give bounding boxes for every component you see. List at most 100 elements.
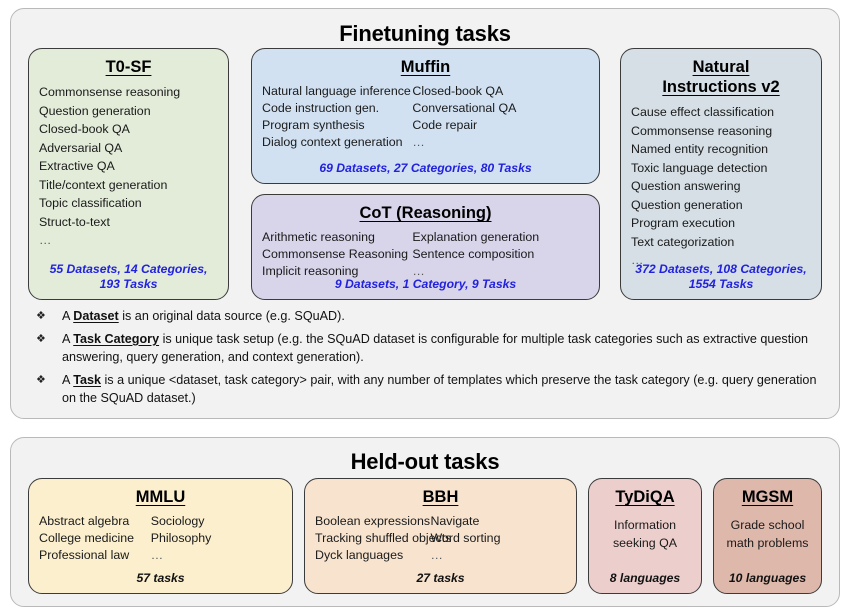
diamond-bullet-icon: ❖	[36, 373, 46, 386]
dataset-card-mmlu[interactable]: MMLU Abstract algebra College medicine P…	[28, 478, 293, 594]
card-title-cot: CoT (Reasoning)	[359, 204, 492, 222]
list-item: Topic classification	[39, 196, 142, 211]
card-items-mgsm: Grade school math problems	[724, 517, 811, 552]
list-item: College medicine	[39, 531, 135, 546]
list-item: Cause effect classification	[631, 105, 775, 120]
list-item: Philosophy	[150, 531, 212, 546]
list-item: Extractive QA	[39, 159, 115, 174]
dataset-card-cot[interactable]: CoT (Reasoning) Arithmetic reasoning Com…	[251, 194, 600, 300]
list-item: Program synthesis	[262, 118, 365, 133]
legend-suffix: is a unique <dataset, task category> pai…	[62, 372, 817, 405]
list-item: Text categorization	[631, 234, 735, 249]
card-stats-line: 1554 Tasks	[688, 276, 754, 291]
dataset-card-t0sf[interactable]: T0-SF Commonsense reasoning Question gen…	[28, 48, 229, 300]
legend-suffix: is an original data source (e.g. SQuAD).	[118, 309, 345, 323]
list-item: seeking QA	[612, 535, 678, 550]
list-item: Sociology	[150, 514, 205, 529]
list-item: Commonsense reasoning	[631, 123, 773, 138]
card-stats-mmlu: 57 tasks	[136, 570, 185, 585]
card-title-muffin: Muffin	[400, 58, 451, 76]
card-title-line: Natural	[692, 58, 750, 76]
card-title-bbh: BBH	[422, 488, 459, 506]
diamond-bullet-icon: ❖	[36, 332, 46, 345]
card-stats-muffin: 69 Datasets, 27 Categories, 80 Tasks	[319, 160, 532, 175]
list-item: Navigate	[430, 514, 480, 529]
list-item: Arithmetic reasoning	[262, 230, 375, 245]
list-item: Toxic language detection	[631, 160, 768, 175]
list-item: Commonsense reasoning	[39, 85, 181, 100]
card-title-line: Instructions v2	[662, 78, 780, 97]
definitions-legend: ❖ A Dataset is an original data source (…	[34, 308, 828, 412]
card-items-muffin: Natural language inference Code instruct…	[262, 83, 589, 151]
card-items-bbh: Boolean expressions Tracking shuffled ob…	[315, 513, 566, 564]
legend-term: Dataset	[73, 309, 119, 323]
card-stats-line: 193 Tasks	[99, 276, 158, 291]
list-item: Information	[614, 518, 676, 533]
list-item: Boolean expressions	[315, 514, 431, 529]
card-items-tydiqa: Information seeking QA	[599, 517, 691, 552]
legend-suffix: is unique task setup (e.g. the SQuAD dat…	[62, 331, 809, 364]
list-item: Struct-to-text	[39, 214, 110, 229]
list-item: Question generation	[631, 197, 743, 212]
list-item: Sentence composition	[412, 247, 535, 262]
legend-item-text: A Task Category is unique task setup (e.…	[62, 331, 828, 367]
card-title-t0sf: T0-SF	[105, 58, 152, 76]
list-item: math problems	[726, 535, 809, 550]
list-item: Grade school	[730, 518, 805, 533]
card-title-natural-instructions-v2: Natural Instructions v2	[631, 57, 811, 97]
card-items-cot: Arithmetic reasoning Commonsense Reasoni…	[262, 229, 589, 280]
card-stats-bbh: 27 tasks	[416, 570, 465, 585]
legend-prefix: A	[62, 331, 74, 346]
list-item: Question answering	[631, 179, 741, 194]
card-items-mmlu: Abstract algebra College medicine Profes…	[39, 513, 282, 564]
list-item: Dialog context generation	[262, 135, 403, 150]
list-item: Natural language inference	[262, 84, 411, 99]
card-title-tydiqa: TyDiQA	[615, 488, 675, 506]
held-out-panel-title: Held-out tasks	[350, 449, 500, 474]
list-item: Dyck languages	[315, 548, 404, 563]
dataset-card-natural-instructions-v2[interactable]: Natural Instructions v2 Cause effect cla…	[620, 48, 822, 300]
diamond-bullet-icon: ❖	[36, 310, 46, 322]
legend-item-text: A Task is a unique <dataset, task catego…	[62, 372, 828, 408]
card-stats-cot: 9 Datasets, 1 Category, 9 Tasks	[334, 276, 517, 291]
finetuning-panel-title: Finetuning tasks	[339, 21, 511, 46]
card-stats-mgsm: 10 languages	[728, 570, 807, 585]
list-item-ellipsis: …	[39, 233, 53, 247]
list-item: Word sorting	[430, 531, 501, 546]
legend-item-task-category: ❖ A Task Category is unique task setup (…	[34, 331, 828, 367]
legend-item-text: A Dataset is an original data source (e.…	[62, 308, 828, 326]
list-item: Named entity recognition	[631, 142, 769, 157]
list-item: Closed-book QA	[39, 122, 130, 137]
card-stats-line: 55 Datasets, 14 Categories,	[49, 261, 208, 276]
list-item: Professional law	[39, 548, 130, 563]
card-stats-t0sf: 55 Datasets, 14 Categories, 193 Tasks	[37, 262, 220, 293]
dataset-card-muffin[interactable]: Muffin Natural language inference Code i…	[251, 48, 600, 184]
list-item: Code repair	[412, 118, 478, 133]
list-item: Question generation	[39, 103, 151, 118]
card-title-mmlu: MMLU	[135, 488, 186, 506]
dataset-card-tydiqa[interactable]: TyDiQA Information seeking QA 8 language…	[588, 478, 702, 594]
list-item: Tracking shuffled objects	[315, 531, 452, 546]
list-item-ellipsis: …	[150, 548, 165, 563]
list-item: Conversational QA	[412, 101, 517, 116]
legend-prefix: A	[62, 372, 74, 387]
dataset-card-mgsm[interactable]: MGSM Grade school math problems 10 langu…	[713, 478, 822, 594]
list-item: Explanation generation	[412, 230, 540, 245]
card-stats-line: 372 Datasets, 108 Categories,	[635, 261, 807, 276]
legend-item-dataset: ❖ A Dataset is an original data source (…	[34, 308, 828, 326]
card-title-mgsm: MGSM	[741, 488, 794, 506]
list-item: Closed-book QA	[412, 84, 504, 99]
list-item-ellipsis: …	[430, 548, 444, 563]
list-item: Code instruction gen.	[262, 101, 380, 116]
list-item-ellipsis: …	[412, 264, 426, 279]
card-items-natural-instructions-v2: Cause effect classification Commonsense …	[631, 103, 811, 269]
dataset-card-bbh[interactable]: BBH Boolean expressions Tracking shuffle…	[304, 478, 577, 594]
list-item: Abstract algebra	[39, 514, 130, 529]
card-stats-natural-instructions-v2: 372 Datasets, 108 Categories, 1554 Tasks	[629, 262, 813, 293]
card-stats-tydiqa: 8 languages	[609, 570, 681, 585]
list-item: Title/context generation	[39, 177, 168, 192]
list-item-ellipsis: …	[631, 253, 645, 268]
list-item: Program execution	[631, 216, 735, 231]
list-item: Implicit reasoning	[262, 264, 359, 279]
legend-term: Task Category	[73, 331, 160, 346]
